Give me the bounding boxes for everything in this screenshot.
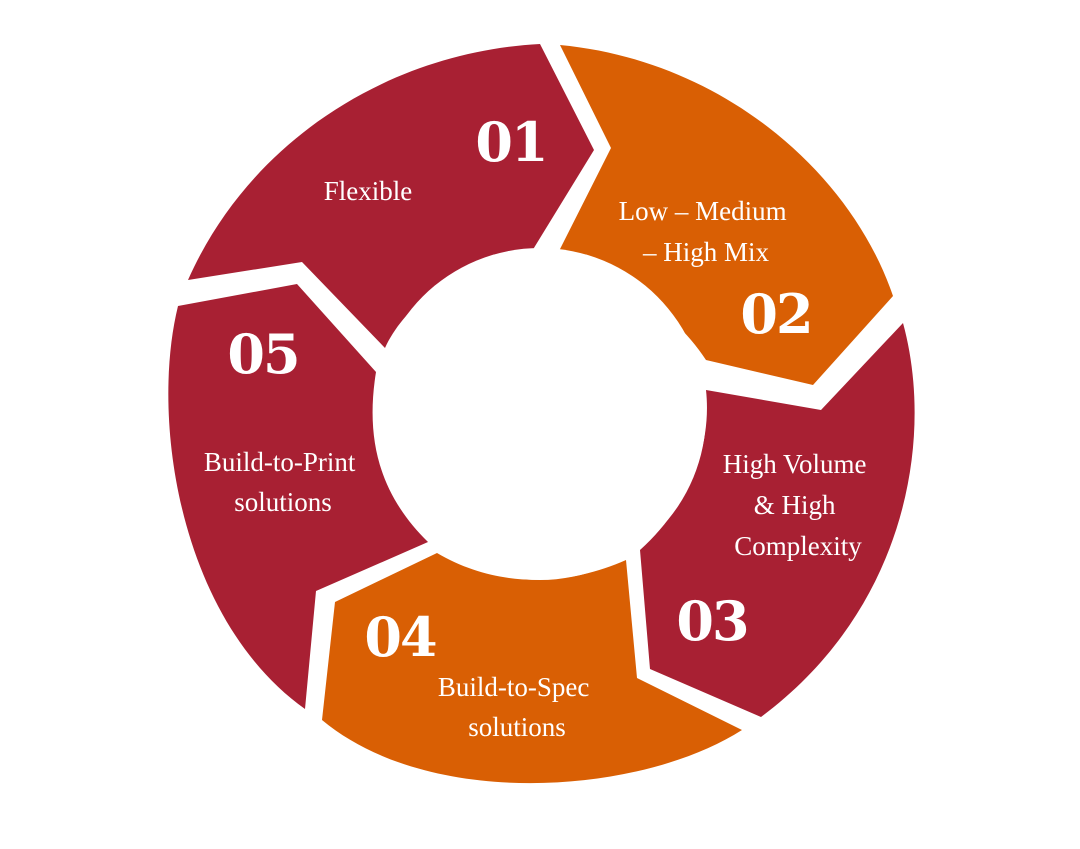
segment-05: 05 Build-to-Print solutions: [168, 284, 428, 709]
segment-02-number: 02: [740, 282, 811, 346]
segment-03: High Volume & High Complexity 03: [640, 323, 915, 717]
segment-01-number: 01: [475, 110, 546, 174]
segment-03-number: 03: [676, 589, 747, 653]
segment-03-label: High Volume & High Complexity: [723, 449, 874, 561]
segment-05-label: Build-to-Print solutions: [204, 447, 362, 517]
segment-01: 01 Flexible: [188, 44, 594, 348]
segment-05-number: 05: [227, 322, 298, 386]
segment-04-number: 04: [364, 605, 436, 669]
segment-01-shape: [188, 44, 594, 348]
segment-02-shape: [556, 45, 893, 385]
segment-01-label: Flexible: [324, 176, 413, 206]
segment-04-label: Build-to-Spec solutions: [438, 672, 596, 742]
segment-04: 04 Build-to-Spec solutions: [322, 553, 742, 784]
segment-04-shape: [322, 553, 742, 784]
segment-02: Low – Medium – High Mix 02: [556, 45, 893, 385]
center-hole: [374, 248, 706, 580]
segment-03-shape: [640, 323, 915, 717]
segment-02-label: Low – Medium – High Mix: [619, 196, 794, 267]
segment-05-shape: [168, 284, 428, 709]
